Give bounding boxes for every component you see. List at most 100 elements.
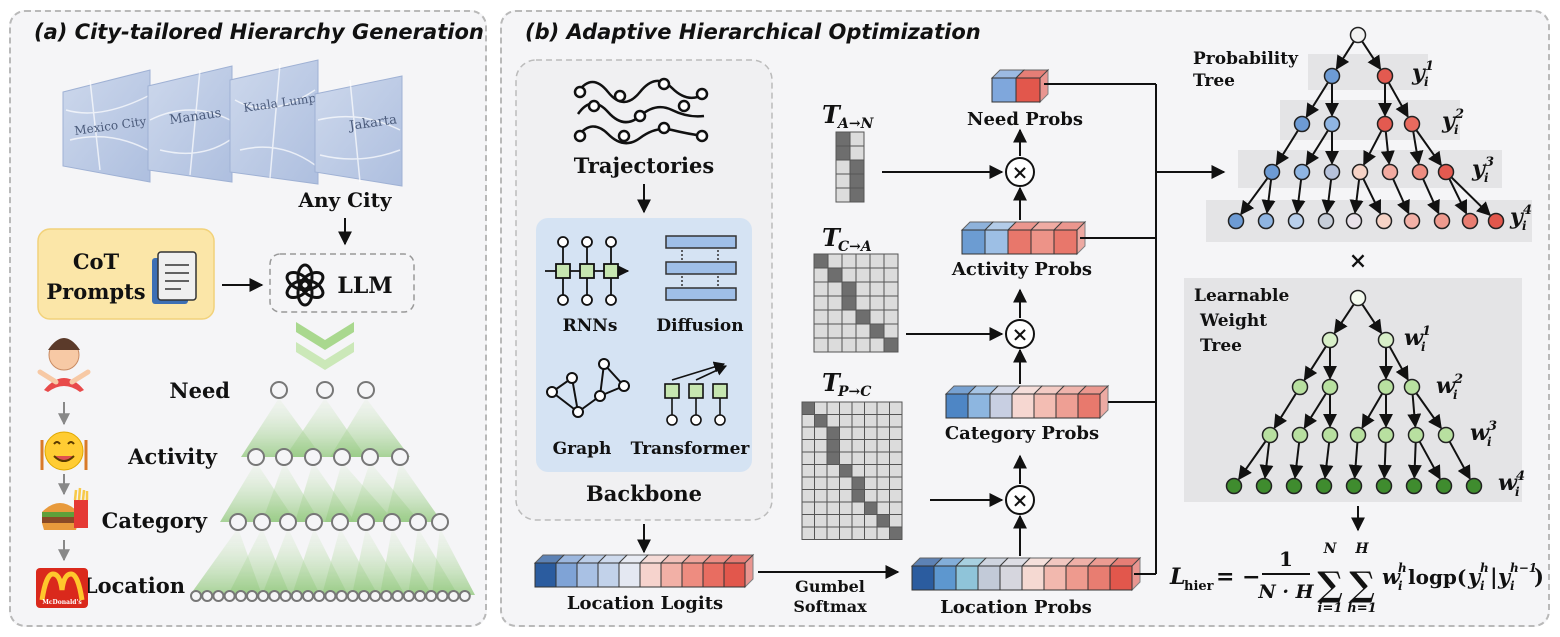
matrix-cell (869, 267, 885, 283)
multiply-node-2: × (1005, 319, 1035, 349)
matrix-cell (864, 476, 878, 490)
tree-node (1315, 477, 1333, 495)
llm-box (269, 253, 415, 313)
activity-probs-bar (960, 220, 1087, 256)
matrix-cell (841, 337, 857, 353)
matrix-cell (826, 514, 840, 528)
rnn-label: RNNs (563, 316, 618, 336)
tree-edge (1418, 441, 1441, 480)
matrix-cell (839, 414, 853, 428)
matrix-cell (876, 426, 890, 440)
transition-matrix-a-n (835, 131, 865, 203)
hierarchy-node (383, 513, 401, 531)
transformer-icon (664, 361, 728, 426)
svg-text:w: w (1404, 325, 1424, 351)
svg-text:T: T (822, 223, 842, 252)
matrix-cell (835, 131, 851, 147)
tree-edge (1333, 303, 1355, 335)
tree-node (1376, 67, 1394, 85)
tree-edge (1422, 178, 1440, 215)
city-maps: Mexico City Manaus Kuala Lumpur Jakarta (62, 59, 403, 187)
tree-edge (1259, 442, 1274, 479)
bar-cell (999, 565, 1023, 591)
svg-text:T: T (822, 100, 842, 129)
tree-edge (1305, 129, 1329, 166)
bar-cell (681, 562, 704, 588)
tree-edge (1335, 40, 1355, 71)
bar-cell (1055, 393, 1079, 419)
matrix-cell (889, 514, 903, 528)
category-probs-bar (944, 384, 1110, 420)
matrix-cell (813, 309, 829, 325)
bar-cell (723, 562, 746, 588)
bar-cell (555, 562, 578, 588)
tree-edge (1238, 440, 1267, 481)
tree-node (1349, 426, 1367, 444)
matrix-cell (876, 526, 890, 540)
matrix-cell (889, 501, 903, 515)
prompts-label: Prompts (46, 279, 145, 304)
matrix-cell (814, 451, 828, 465)
matrix-cell (801, 501, 815, 515)
tree-node (1285, 477, 1303, 495)
location-node (313, 590, 326, 602)
svg-text:h: h (1480, 561, 1489, 575)
bar-cell (1065, 565, 1089, 591)
matrix-cell (827, 323, 843, 339)
svg-text:y: y (1471, 156, 1487, 182)
svg-text:1: 1 (1279, 547, 1293, 571)
tree-edge (1362, 178, 1382, 215)
tree-edge (1361, 303, 1383, 335)
matrix-cell (864, 451, 878, 465)
matrix-cell (883, 309, 899, 325)
probability-tree-label: Probability (1193, 49, 1299, 69)
hierarchy-node (431, 513, 449, 531)
tree-node (1403, 115, 1421, 133)
tree-node (1263, 163, 1281, 181)
hierarchy-node (247, 448, 265, 466)
svg-text:N: N (1323, 541, 1338, 557)
t-an-label: T A→N (822, 100, 875, 132)
matrix-cell (855, 253, 871, 269)
location-node (346, 590, 359, 602)
location-node (290, 590, 303, 602)
matrix-cell (841, 323, 857, 339)
tree-edge (1291, 179, 1306, 214)
location-node (436, 590, 449, 602)
tree-node (1407, 426, 1425, 444)
location-node (458, 590, 471, 602)
matrix-cell (813, 295, 829, 311)
weight-tree-label-2: Weight (1199, 311, 1267, 331)
tree-edge (1377, 442, 1392, 479)
tree-edge (1407, 442, 1422, 479)
location-node (212, 590, 225, 602)
svg-text:y: y (1441, 108, 1457, 134)
tree-node (1349, 26, 1367, 44)
w-labels: wi1 wi2 wi3 wi4 (1404, 324, 1525, 499)
tree-node (1257, 212, 1275, 230)
matrix-cell (851, 401, 865, 415)
matrix-cell (851, 439, 865, 453)
location-node (246, 590, 258, 602)
tree-node (1403, 378, 1421, 396)
city-name: Manaus (168, 106, 222, 128)
tree-node (1405, 477, 1423, 495)
svg-text:y: y (1467, 564, 1482, 589)
svg-text:C→A: C→A (838, 239, 872, 255)
matrix-cell (813, 323, 829, 339)
weight-tree (1225, 289, 1483, 495)
svg-text:w: w (1436, 373, 1456, 399)
matrix-cell (814, 489, 828, 503)
matrix-cell (883, 281, 899, 297)
matrix-cell (883, 267, 899, 283)
svg-text:logp(: logp( (1408, 565, 1466, 589)
tree-edge (1448, 441, 1471, 480)
matrix-cell (855, 323, 871, 339)
weight-tree-label-3: Tree (1200, 336, 1242, 356)
bar-cell (1077, 393, 1101, 419)
tree-edge (1363, 130, 1383, 166)
matrix-cell (855, 309, 871, 325)
matrix-cell (814, 501, 828, 515)
svg-text:y: y (1411, 60, 1427, 86)
tree-node (1293, 163, 1311, 181)
